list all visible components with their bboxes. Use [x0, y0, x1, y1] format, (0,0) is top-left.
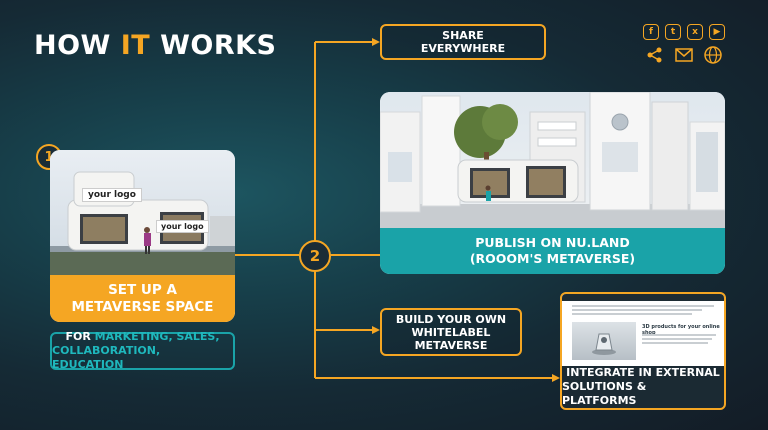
publish-nuland-card[interactable]: PUBLISH ON NU.LAND (ROOOM'S METAVERSE) [380, 92, 725, 274]
whitelabel-line1: BUILD YOUR OWN [395, 312, 507, 326]
setup-caption-line2: METAVERSE SPACE [71, 298, 214, 315]
setup-metaverse-card[interactable]: your logo your logo SET UP A METAVERSE S… [50, 150, 235, 322]
facebook-icon[interactable]: f [643, 24, 659, 40]
mockup-text-line [642, 342, 708, 344]
webshop-mockup: 3D products for your online shop [562, 294, 724, 366]
nuland-city-image [380, 92, 725, 228]
twitter-icon[interactable]: t [665, 24, 681, 40]
whitelabel-line3: METAVERSE [414, 338, 488, 352]
step-2-badge: 2 [299, 240, 331, 272]
metaverse-space-image: your logo your logo [50, 150, 235, 275]
publish-line2: (ROOOM'S METAVERSE) [469, 251, 636, 266]
page-title: HOW IT WORKS [34, 30, 277, 61]
title-part-how: HOW [34, 30, 121, 61]
mockup-text-line [572, 309, 702, 311]
logo-sign-b: your logo [156, 220, 209, 233]
mail-icon[interactable] [675, 48, 693, 62]
social-icons: f t x ▶ [643, 24, 725, 65]
integrate-caption: INTEGRATE IN EXTERNAL SOLUTIONS & PLATFO… [562, 366, 724, 408]
share-icon[interactable] [646, 46, 664, 64]
share-line1: SHARE [442, 29, 484, 42]
logo-sign-a: your logo [82, 188, 142, 202]
use-cases-box: FOR MARKETING, SALES, COLLABORATION, EDU… [50, 330, 235, 371]
setup-caption-line1: SET UP A [108, 281, 177, 298]
use-cases-line2: COLLABORATION, EDUCATION [52, 344, 161, 371]
xing-icon[interactable]: x [687, 24, 703, 40]
mockup-text-line [572, 313, 692, 315]
publish-caption: PUBLISH ON NU.LAND (ROOOM'S METAVERSE) [380, 228, 725, 274]
youtube-icon[interactable]: ▶ [709, 24, 725, 40]
title-part-works: WORKS [150, 30, 277, 61]
share-line2: EVERYWHERE [420, 42, 506, 55]
title-part-it: IT [120, 30, 151, 61]
mockup-text-line [642, 338, 712, 340]
whitelabel-line2: WHITELABEL [411, 325, 491, 339]
use-cases-prefix: FOR [65, 330, 95, 343]
use-cases-highlight: MARKETING, SALES, [94, 330, 220, 343]
setup-caption: SET UP A METAVERSE SPACE [50, 275, 235, 322]
product-3d-icon [592, 333, 616, 355]
integrate-external-card[interactable]: 3D products for your online shop INTEGRA… [560, 292, 726, 410]
integrate-line1: INTEGRATE IN EXTERNAL [566, 366, 720, 379]
city-illustration [380, 92, 725, 228]
integrate-line2: SOLUTIONS & PLATFORMS [562, 380, 647, 407]
mockup-text-line [642, 334, 716, 336]
share-everywhere-box[interactable]: SHARE EVERYWHERE [380, 24, 546, 60]
mockup-text-line [572, 305, 714, 307]
mockup-navbar [562, 294, 724, 301]
whitelabel-metaverse-box[interactable]: BUILD YOUR OWN WHITELABEL METAVERSE [380, 308, 522, 356]
pavilion-illustration [50, 150, 235, 275]
mockup-product-viewer [572, 322, 636, 360]
globe-icon[interactable] [703, 45, 723, 65]
publish-line1: PUBLISH ON NU.LAND [475, 235, 630, 250]
mockup-heading: 3D products for your online shop [642, 324, 720, 336]
